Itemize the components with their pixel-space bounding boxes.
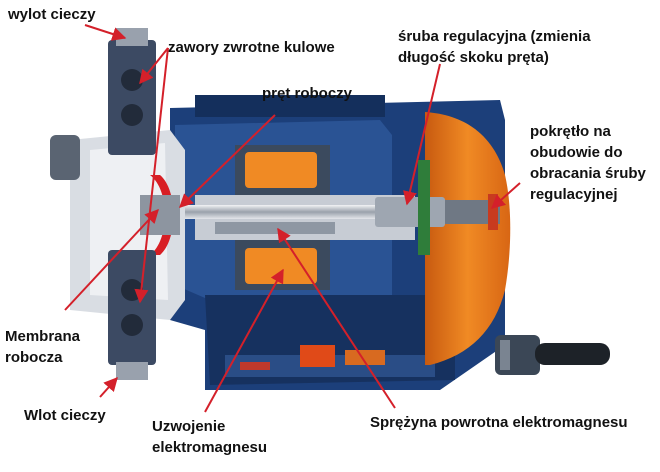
arrow-adjust-screw bbox=[403, 63, 441, 206]
label-adjust-screw-line2: długość skoku pręta) bbox=[398, 49, 549, 66]
arrow-inlet bbox=[99, 376, 118, 398]
outlet-valve bbox=[108, 40, 156, 155]
arrow-spring bbox=[277, 227, 396, 409]
label-inlet-line: Wlot cieczy bbox=[24, 407, 106, 424]
knob-housing bbox=[425, 112, 511, 365]
label-check-valves: zawory zwrotne kulowe bbox=[168, 37, 335, 58]
arrow-check-valves-bottom bbox=[134, 47, 169, 304]
housing-fins bbox=[195, 95, 385, 117]
label-working-rod-line: pręt roboczy bbox=[262, 85, 353, 102]
inlet-valve bbox=[108, 250, 156, 365]
green-contacts bbox=[418, 160, 430, 255]
arrows bbox=[64, 24, 521, 413]
label-outlet: wylot cieczy bbox=[8, 4, 96, 25]
label-adjust-screw-line1: śruba regulacyjna (zmienia bbox=[398, 28, 591, 45]
arrow-working-rod bbox=[178, 114, 276, 208]
head-knob bbox=[50, 135, 80, 180]
label-winding-line1: Uzwojenie bbox=[152, 418, 226, 435]
label-spring: Sprężyna powrotna elektromagnesu bbox=[370, 412, 628, 433]
label-adjust-screw: śruba regulacyjna (zmienia długość skoku… bbox=[398, 26, 591, 68]
label-knob-line1: pokrętło na bbox=[530, 123, 611, 140]
arrow-check-valves-top bbox=[139, 47, 169, 85]
label-knob-line4: regulacyjnej bbox=[530, 186, 618, 203]
label-working-rod: pręt roboczy bbox=[262, 83, 352, 104]
label-winding: Uzwojenie elektromagnesu bbox=[152, 416, 267, 458]
label-membrane-line2: robocza bbox=[5, 349, 63, 366]
spring bbox=[215, 222, 335, 234]
label-knob-line3: obracania śruby bbox=[530, 165, 646, 182]
arrow-membrane bbox=[64, 208, 159, 311]
arrow-winding bbox=[204, 268, 284, 413]
label-spring-line: Sprężyna powrotna elektromagnesu bbox=[370, 414, 628, 431]
adjust-screw bbox=[375, 197, 445, 227]
label-check-valves-line: zawory zwrotne kulowe bbox=[168, 39, 335, 56]
cable bbox=[535, 343, 610, 365]
label-knob-line2: obudowie do bbox=[530, 144, 623, 161]
arrow-knob bbox=[490, 182, 521, 209]
arrow-outlet bbox=[84, 24, 127, 41]
label-winding-line2: elektromagnesu bbox=[152, 439, 268, 456]
label-membrane: Membrana robocza bbox=[5, 326, 80, 368]
label-outlet-line: wylot cieczy bbox=[8, 6, 96, 23]
label-membrane-line1: Membrana bbox=[5, 328, 81, 345]
label-inlet: Wlot cieczy bbox=[24, 405, 106, 426]
label-knob: pokrętło na obudowie do obracania śruby … bbox=[530, 121, 646, 205]
